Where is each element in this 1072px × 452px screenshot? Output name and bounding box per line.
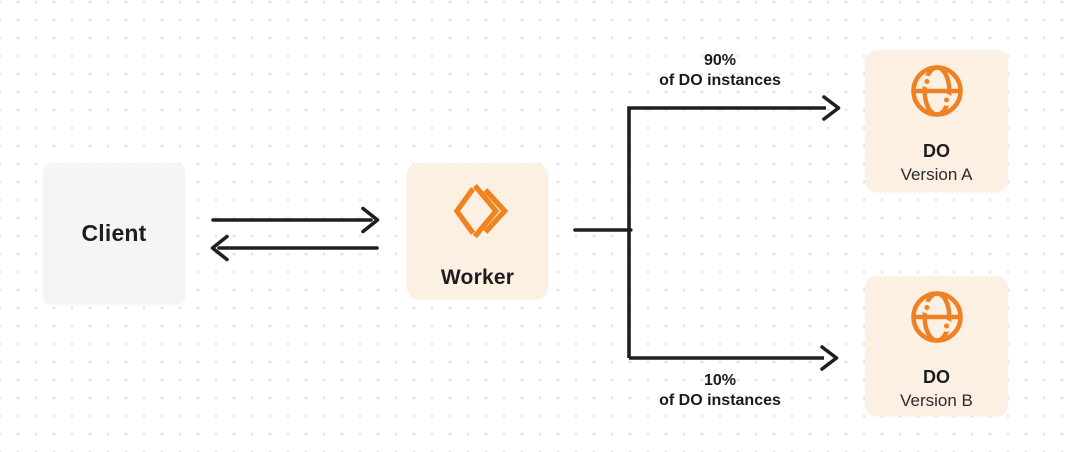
do-version-b-node: DO Version B [865,276,1008,416]
arrow-worker-to-client [210,234,379,262]
arrow-client-to-worker [211,206,380,234]
arrow-to-do-version-a [627,95,841,358]
globe-icon [910,65,963,117]
do-b-title: DO [923,367,950,387]
arrow-to-do-version-b [629,345,839,371]
client-label: Client [81,220,147,246]
do-version-a-node: DO Version A [865,50,1008,192]
top-branch-label: 90% of DO instances [620,51,820,90]
worker-node: Worker [407,163,548,299]
bottom-branch-label: 10% of DO instances [620,371,820,410]
top-branch-percent: 90% [703,52,737,69]
bottom-branch-caption: of DO instances [659,391,781,409]
bottom-branch-percent: 10% [703,372,737,389]
do-a-title: DO [923,141,950,161]
do-a-subtitle: Version A [900,165,973,184]
top-branch-caption: of DO instances [659,71,781,89]
worker-label: Worker [440,266,515,289]
client-node: Client [43,163,185,304]
globe-icon [910,291,963,343]
do-b-subtitle: Version B [900,391,973,410]
workers-chevrons-icon [453,183,508,239]
